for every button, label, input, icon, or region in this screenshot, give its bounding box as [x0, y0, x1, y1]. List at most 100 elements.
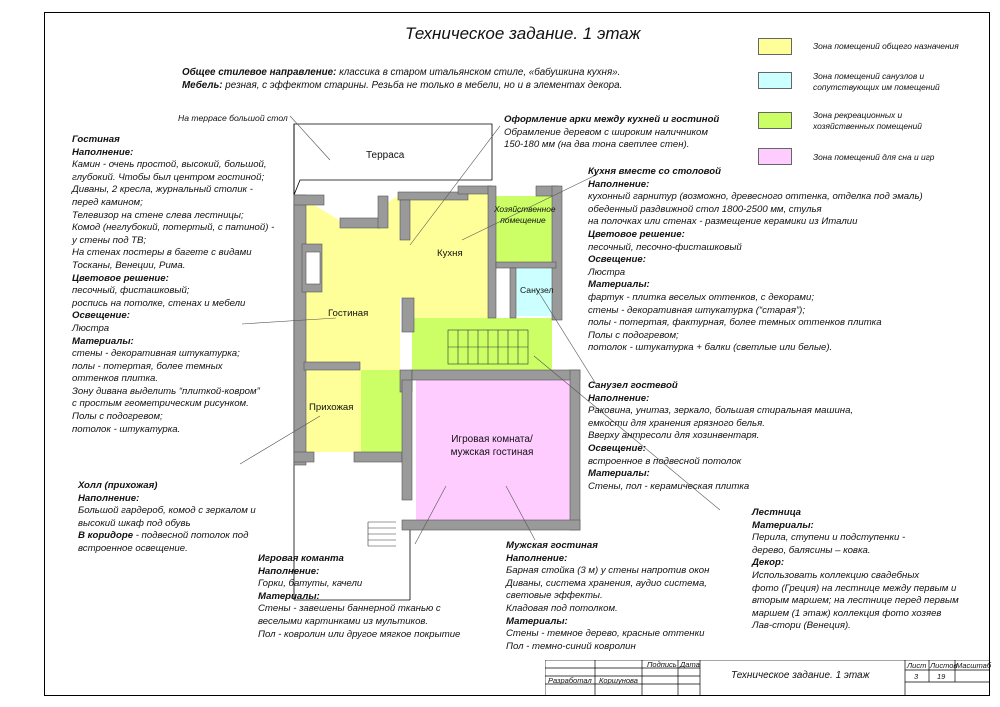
playroom-spec: Игровая команта Наполнение:Горки, батуты…: [258, 553, 461, 640]
living-line: Цветовое решение:: [72, 272, 169, 284]
fireplace: [305, 251, 321, 285]
living-label: Гостиная: [328, 308, 369, 319]
living-line: стены - декоративная штукатурка;: [72, 348, 240, 360]
kitchen-line: Полы с подогревом;: [588, 329, 679, 341]
playroom-line: Наполнение:: [258, 565, 320, 577]
living-line: Зону дивана выделить “плиткой-ковром”: [72, 385, 260, 397]
kitchen-line: потолок - штукатурка + балки (светлые ил…: [588, 342, 833, 354]
stamp-developed-label: Разработал: [548, 676, 592, 685]
style-direction: Общее стилевое направление: классика в с…: [182, 67, 621, 78]
legend-swatch-common: [758, 38, 792, 55]
hall-line: Наполнение:: [78, 492, 140, 504]
wc-guest-line: емкости для хранения грязного белья.: [588, 417, 765, 429]
playroom-label: Игровая комната/ мужская гостиная: [450, 434, 534, 458]
legend-label-common: Зона помещений общего назначения: [813, 41, 959, 51]
stamp-sheets: 19: [937, 672, 946, 681]
kitchen-line: Освещение:: [588, 254, 646, 266]
entry-steps: [367, 521, 396, 547]
hall-line: высокий шкаф под обувь: [78, 517, 191, 529]
kitchen-line: кухонный гарнитур (возможно, древесного …: [588, 191, 923, 203]
wc-guest-line: Вверху антресоли для хозинвентаря.: [588, 430, 760, 442]
stamp-date-label: Дата: [680, 660, 700, 669]
living-spec: Гостиная Наполнение:Камин - очень просто…: [72, 134, 275, 435]
leader-lines: [239, 115, 721, 545]
living-line: потолок - штукатурка.: [72, 423, 181, 435]
living-line: Комод (неглубокий, потертый, с патиной) …: [72, 222, 275, 234]
kitchen-line: фартук - плитка веселых оттенков, с деко…: [588, 291, 814, 303]
stairs-spec: Лестница Материалы:Перила, ступени и под…: [752, 507, 959, 632]
playroom-line: веселыми картинками из мультиков.: [258, 615, 429, 627]
playroom-line: Горки, батуты, качели: [258, 578, 363, 590]
terrace-label: Терраса: [366, 150, 405, 161]
living-line: у стены под ТВ;: [72, 234, 147, 246]
kitchen-line: Материалы:: [588, 279, 650, 291]
title-block: [545, 660, 990, 696]
stamp-sheet: 3: [914, 672, 919, 681]
living-line: На стенах постеры в багете с видами: [72, 247, 252, 259]
utility-zone: [492, 196, 552, 262]
hall-zone: [306, 370, 361, 452]
stairs-line: Материалы:: [752, 519, 814, 531]
kitchen-line: Люстра: [588, 266, 626, 278]
living-line: Освещение:: [72, 310, 130, 322]
mens-line: Наполнение:: [506, 552, 568, 564]
stamp-sign-label: Подпись: [647, 660, 677, 669]
playroom-line: Материалы:: [258, 590, 320, 602]
wc-guest-spec: Санузел гостевой Наполнение:Раковина, ун…: [588, 380, 854, 492]
wc-label: Санузел: [520, 285, 554, 295]
legend-swatch-sleep-play: [758, 148, 792, 165]
mens-line: Кладовая под потолком.: [506, 602, 618, 614]
living-line: глубокий. Чтобы был центром гостиной;: [72, 171, 265, 183]
wc-guest-line: Наполнение:: [588, 392, 650, 404]
kitchen-spec: Кухня вместе со столовой Наполнение:кухо…: [588, 166, 923, 354]
living-line: Материалы:: [72, 335, 134, 347]
legend-label-recreation: Зона рекреационных и хозяйственных помещ…: [813, 110, 922, 131]
living-line: Люстра: [72, 322, 110, 334]
mens-line: световые эффекты.: [506, 590, 603, 602]
living-line: перед камином;: [72, 196, 143, 208]
playroom-line: Пол - ковролин или другое мягкое покрыти…: [258, 628, 461, 640]
stairs-line: дерево, балясины – ковка.: [752, 544, 871, 556]
mens-line: Материалы:: [506, 615, 568, 627]
stamp-sheet-label: Лист: [907, 661, 927, 670]
wc-guest-line: Раковина, унитаз, зеркало, большая стира…: [588, 405, 854, 417]
title-block-text: Подпись Дата Разработал Коршунова Технич…: [545, 660, 991, 696]
drawing-frame: [44, 12, 990, 696]
stamp-title: Техническое задание. 1 этаж: [731, 670, 870, 681]
living-line: роспись на потолке, стенах и мебели: [72, 297, 246, 309]
stairs-line: вторым маршем; на лестнице перед первым: [752, 595, 959, 607]
kitchen-line: песочный, песочно-фисташковый: [588, 241, 742, 253]
corridor-bold: В коридоре: [78, 530, 134, 542]
living-line: с простым геометрическим рисунком.: [72, 398, 249, 410]
living-line: Полы с подогревом;: [72, 411, 163, 423]
living-line: Тосканы, Венеции, Рима.: [72, 259, 186, 271]
legend-label-sleep-play: Зона помещений для сна и игр: [813, 152, 935, 162]
stairs-line: Перила, ступени и подступенки -: [752, 532, 906, 544]
hall-label: Прихожая: [309, 402, 354, 413]
wc-zone: [516, 268, 552, 316]
wc-guest-line: Материалы:: [588, 468, 650, 480]
living-line: Диваны, 2 кресла, журнальный столик -: [72, 184, 253, 196]
hall-line: В коридоре - подвесной потолок под: [78, 530, 249, 542]
kitchen-line: Цветовое решение:: [588, 228, 685, 240]
stairs-line: Лав-стори (Венеция).: [752, 620, 851, 632]
wc-guest-line: Стены, пол - керамическая плитка: [588, 480, 750, 492]
kitchen-line: Наполнение:: [588, 178, 650, 190]
living-line: Телевизор на стене слева лестницы;: [72, 209, 244, 221]
legend-swatch-wc: [758, 72, 792, 89]
stamp-author: Коршунова: [599, 676, 638, 685]
hall-line: встроенное освещение.: [78, 542, 188, 554]
mens-line: Пол - темно-синий ковролин: [506, 640, 636, 652]
living-line: оттенков плитка.: [72, 373, 159, 385]
mens-line: Стены - темное дерево, красные оттенки: [506, 628, 705, 640]
stairs-line: фото (Греция) на лестнице между первым и: [752, 582, 957, 594]
stairs-line: Использовать коллекцию свадебных: [752, 569, 920, 581]
legend-label-wc: Зона помещений санузлов и сопутствующих …: [813, 71, 940, 92]
kitchen-line: полы - потертая, фактурная, более темных…: [588, 317, 882, 329]
living-line: песочный, фисташковый;: [72, 285, 190, 297]
utility-label: Хозяйственное помещение: [494, 204, 556, 225]
kitchen-line: на полочках или стенах - размещение кера…: [588, 216, 858, 228]
stamp-sheets-label: Листов: [930, 661, 958, 670]
legend-swatch-recreation: [758, 112, 792, 129]
